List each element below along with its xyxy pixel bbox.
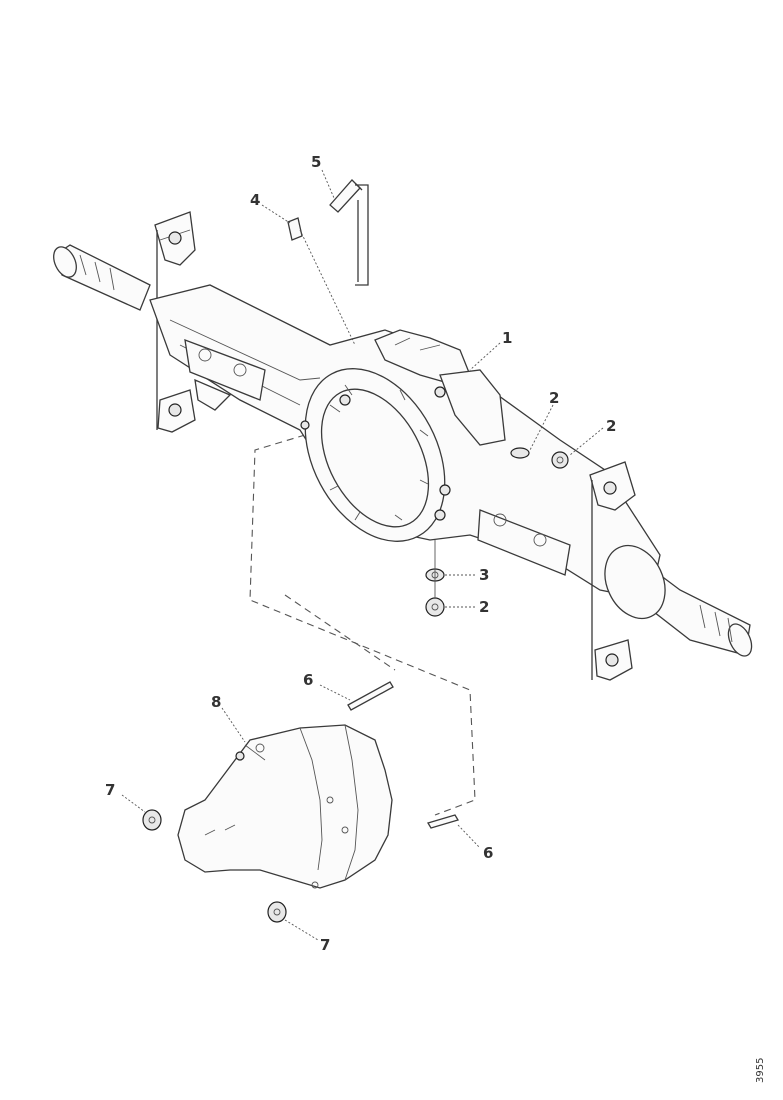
callout-3-washer: 3 — [479, 566, 489, 584]
callout-7-bottom: 7 — [320, 936, 330, 954]
callout-5: 5 — [311, 153, 321, 171]
callout-1: 1 — [502, 329, 512, 347]
figure-code: 3955 — [755, 1058, 766, 1083]
callout-2-right: 2 — [606, 417, 616, 435]
assembly-dashed-frame — [249, 434, 476, 816]
axle-housing — [53, 211, 753, 681]
bolt-and-stud — [287, 179, 369, 286]
callout-7-left: 7 — [105, 781, 115, 799]
differential-carrier — [142, 681, 459, 923]
callout-6-stud: 6 — [303, 671, 313, 689]
callout-4: 4 — [250, 191, 260, 209]
leader-lines — [121, 169, 604, 941]
callout-2-lower: 2 — [479, 598, 489, 616]
callout-2-upper: 2 — [549, 389, 559, 407]
fasteners — [425, 447, 569, 617]
callout-6-right: 6 — [483, 844, 493, 862]
callout-8: 8 — [211, 693, 221, 711]
callout-labels: 1 2 2 3 2 4 5 6 8 7 6 7 — [105, 153, 616, 954]
